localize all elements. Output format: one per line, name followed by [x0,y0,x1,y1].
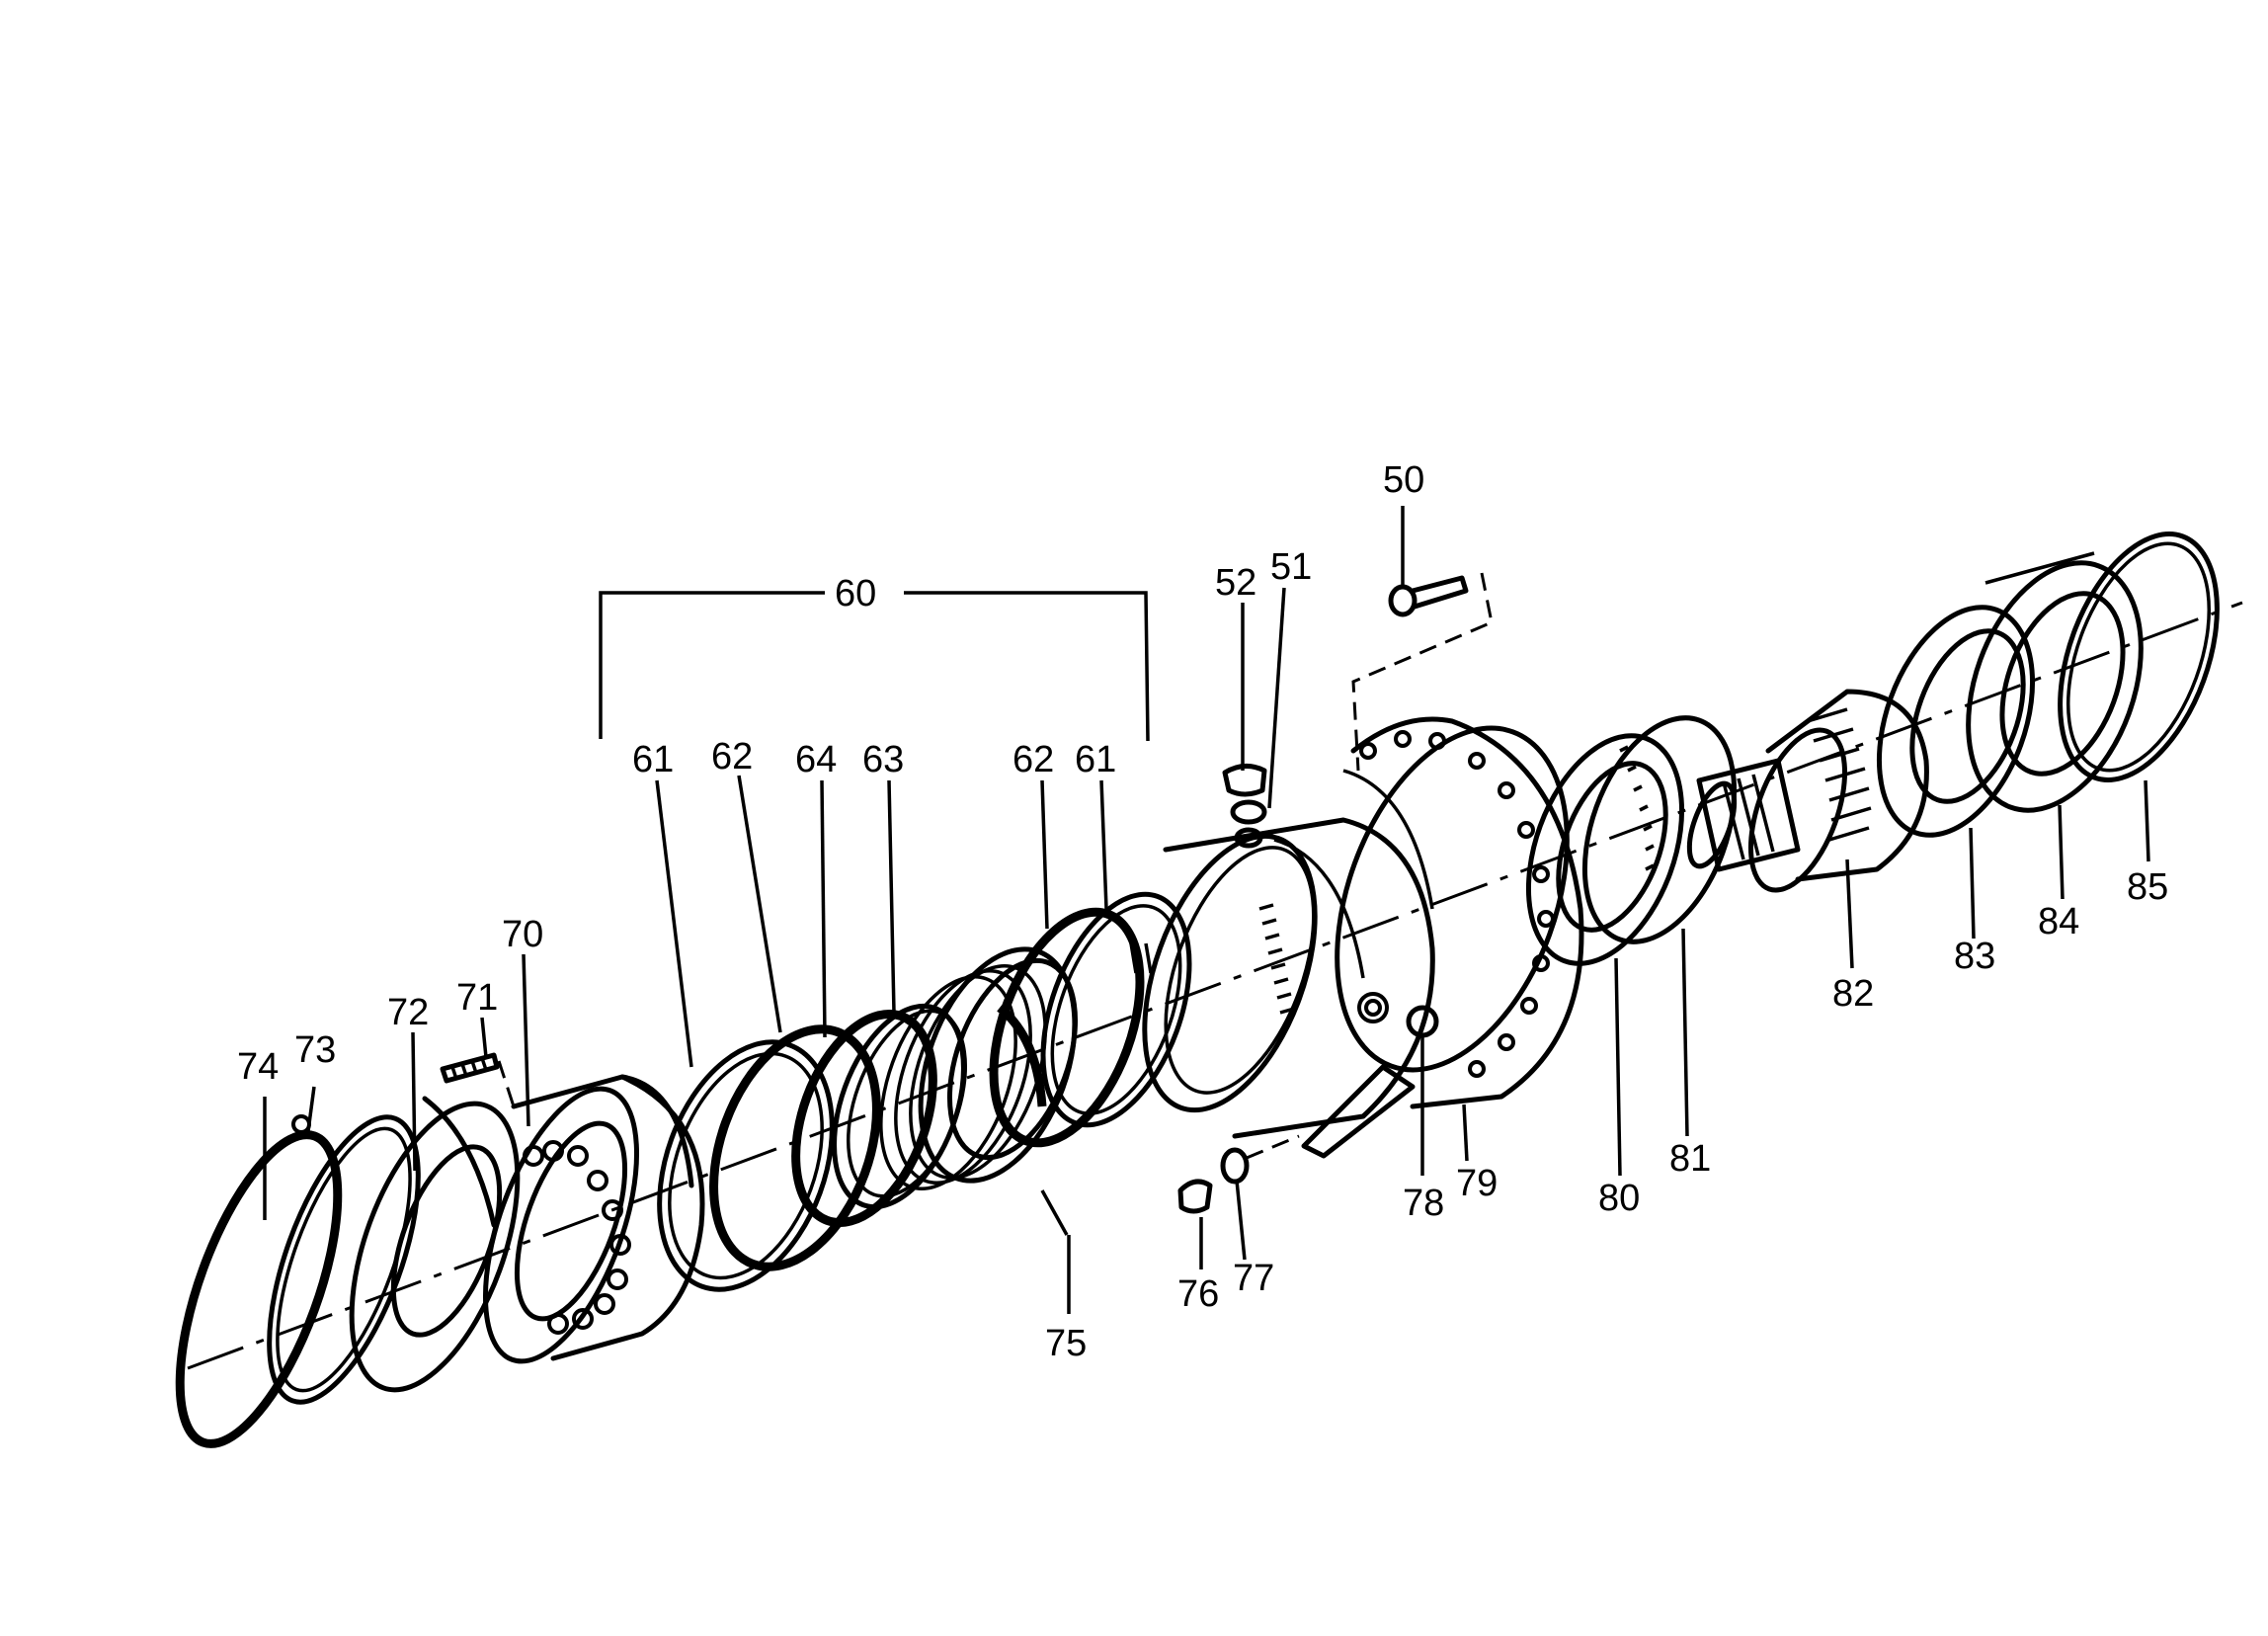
part-71-spring [440,1052,516,1107]
callout-82: 82 [1832,973,1874,1015]
part-85-snap-ring [2058,532,2220,782]
callout-61-left: 61 [632,739,674,780]
callout-62-left: 62 [711,736,753,777]
part-83-bearing-ring [1876,605,2036,838]
part-76-plug [1177,1179,1213,1214]
callout-labels: 50 52 51 60 61 62 64 63 62 61 70 71 72 7… [237,459,2168,1364]
callout-72: 72 [387,992,429,1033]
part-82-gear-shaft [1686,689,1929,893]
part-84-bearing [1966,551,2144,813]
piston-holes [523,1140,631,1335]
callout-84: 84 [2038,901,2079,942]
callout-63: 63 [862,739,904,780]
callout-75: 75 [1045,1323,1087,1364]
callout-83: 83 [1954,936,1995,977]
callout-50: 50 [1383,459,1424,501]
callout-60: 60 [835,573,876,614]
leader-lines [263,506,2150,1314]
part-81-washer [1581,715,1738,944]
part-73-retaining-ring [267,1114,421,1405]
part-64-ring [791,1009,937,1228]
callout-81: 81 [1669,1138,1711,1180]
part-78-plug [1406,1005,1439,1038]
callout-76: 76 [1177,1273,1219,1315]
part-62-ring-right [989,907,1145,1148]
callout-51: 51 [1270,546,1312,588]
callout-78: 78 [1403,1183,1444,1224]
callout-61-right: 61 [1075,739,1116,780]
part-80-washer [1525,733,1685,966]
callout-64: 64 [795,739,837,780]
housing-internal-teeth [1258,903,1295,1015]
part-61-ring-right [1040,891,1192,1128]
callout-52: 52 [1215,562,1256,604]
internal-gear-housing [1142,817,1435,1139]
callout-77: 77 [1233,1258,1274,1299]
part-51-washer [1230,799,1267,849]
part-79-flange-cover [1301,716,1584,1159]
group-60-bracket [599,591,1150,742]
gear-teeth [1807,707,1872,842]
flange-bolt-holes [1359,730,1555,1078]
callout-73: 73 [294,1029,336,1071]
callout-71: 71 [456,977,498,1019]
part-61-ring-left [657,1039,835,1292]
center-axis [187,601,2243,1370]
part-62-ring-left [709,1024,881,1271]
callout-80: 80 [1598,1178,1640,1219]
callout-79: 79 [1456,1163,1498,1204]
callout-74: 74 [237,1046,279,1088]
part-74-snap-ring [175,1130,343,1448]
callout-70: 70 [502,914,543,955]
part-77-washer [1220,1134,1300,1185]
part-52-screw [1222,764,1267,797]
callout-62-right: 62 [1012,739,1054,780]
part-50-screw [1351,572,1494,772]
part-70-piston [482,1074,705,1364]
callout-85: 85 [2127,866,2168,908]
